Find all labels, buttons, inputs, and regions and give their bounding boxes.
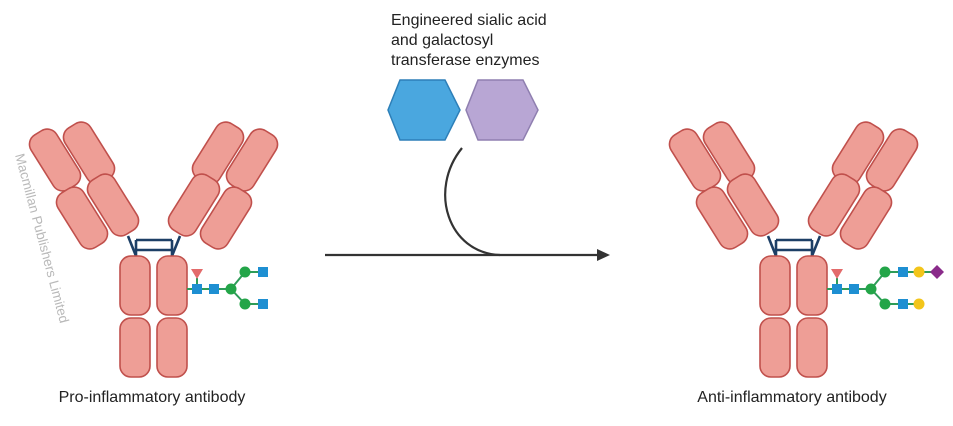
galactosyltransferase-hexagon (465, 79, 539, 141)
mannose-circle (879, 266, 891, 278)
anti-inflammatory-antibody: Anti-inflammatory antibody (668, 121, 944, 406)
glcnac-square (849, 284, 859, 294)
antibody-fc-domain (796, 317, 828, 378)
antibody-fc-domain (796, 255, 828, 316)
pro-inflammatory-label: Pro-inflammatory antibody (59, 389, 246, 406)
anti-inflammatory-label: Anti-inflammatory antibody (697, 389, 886, 406)
mannose-circle (865, 283, 877, 295)
arrow-head (597, 249, 610, 261)
hinge-disulfide-bonds (766, 235, 822, 257)
glcnac-square (258, 267, 268, 277)
galactose-circle (913, 298, 925, 310)
glcnac-square (898, 267, 908, 277)
antibody-heavy-chain-domain (55, 186, 109, 250)
glcnac-square (192, 284, 202, 294)
enzyme-label-line-3: transferase enzymes (391, 52, 540, 69)
antibody-fc-domain (759, 255, 791, 316)
antibody-light-chain-domain (726, 173, 780, 237)
mannose-circle (239, 298, 251, 310)
antibody-heavy-chain-domain (167, 173, 221, 237)
glcnac-square (832, 284, 842, 294)
antibody-heavy-chain-domain (807, 173, 861, 237)
mannose-circle (225, 283, 237, 295)
glcnac-square (258, 299, 268, 309)
hinge-disulfide-bonds (126, 235, 182, 257)
sialic-acid-diamond (930, 265, 944, 279)
fucose-triangle (191, 269, 203, 279)
antibody-light-chain-domain (199, 186, 253, 250)
glycan-chain (827, 265, 944, 310)
enzyme-label-line-1: Engineered sialic acid (391, 12, 547, 29)
antibody-fc-domain (156, 317, 188, 378)
antibody-light-chain-domain (839, 186, 893, 250)
galactose-circle (913, 266, 925, 278)
mannose-circle (239, 266, 251, 278)
antibody-fc-domain (156, 255, 188, 316)
glcnac-square (898, 299, 908, 309)
antibody-heavy-chain-domain (695, 186, 749, 250)
antibody-fc-domain (759, 317, 791, 378)
enzyme-label-line-2: and galactosyl (391, 32, 493, 49)
antibody-light-chain-domain (86, 173, 140, 237)
enzyme-label: Engineered sialic acid and galactosyl tr… (391, 12, 551, 69)
antibody-fc-domain (119, 255, 151, 316)
reaction-curve (444, 147, 501, 257)
glycan-chain (187, 266, 268, 310)
enzymes: Engineered sialic acid and galactosyl tr… (387, 12, 551, 141)
sialyltransferase-hexagon (387, 79, 461, 141)
fucose-triangle (831, 269, 843, 279)
glcnac-square (209, 284, 219, 294)
mannose-circle (879, 298, 891, 310)
pro-inflammatory-antibody: Pro-inflammatory antibody (28, 121, 279, 406)
antibody-fc-domain (119, 317, 151, 378)
